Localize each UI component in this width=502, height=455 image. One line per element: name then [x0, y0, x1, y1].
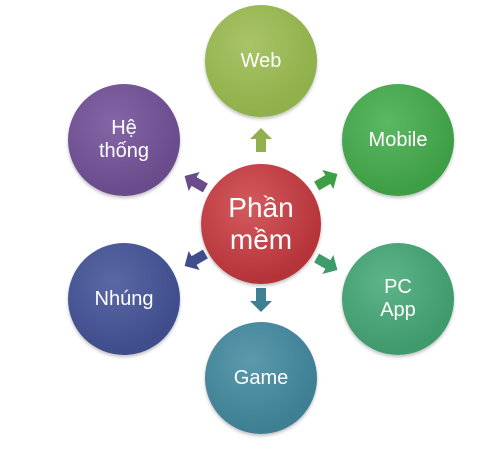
node-he-thong: Hệ thống [68, 84, 180, 196]
arrow-to-nhung [179, 244, 211, 275]
arrow-to-pc [311, 248, 343, 279]
center-node-label: Phần mềm [228, 191, 294, 255]
node-game: Game [205, 322, 317, 434]
center-node-phan-mem: Phần mềm [201, 164, 321, 284]
node-pc-app: PC App [342, 243, 454, 355]
node-he-thong-label: Hệ thống [98, 117, 150, 162]
node-pc-app-label: PC App [380, 276, 416, 321]
node-game-label: Game [233, 366, 289, 389]
node-nhung: Nhúng [68, 243, 180, 355]
arrow-to-heth [179, 166, 211, 197]
node-nhung-label: Nhúng [94, 287, 154, 310]
node-mobile-label: Mobile [368, 128, 428, 151]
arrow-to-game [250, 288, 272, 312]
node-web: Web [205, 5, 317, 117]
node-web-label: Web [240, 49, 282, 72]
arrow-to-mobile [311, 164, 343, 195]
node-mobile: Mobile [342, 84, 454, 196]
arrow-to-web [250, 128, 272, 152]
